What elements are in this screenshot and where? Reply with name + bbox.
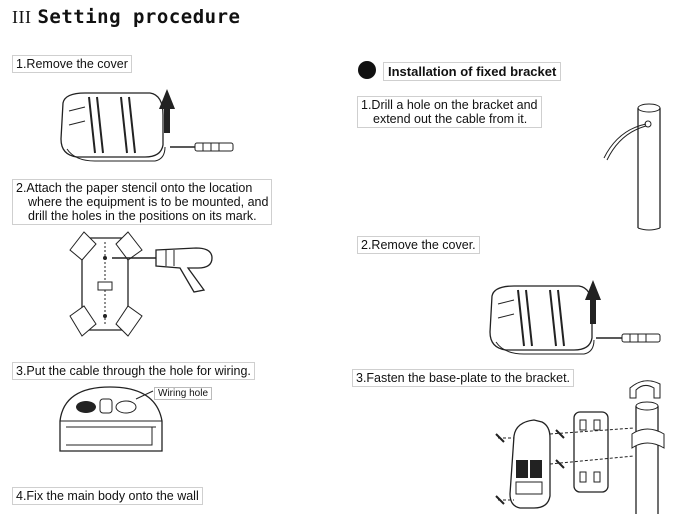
bracket-section-heading: Installation of fixed bracket — [383, 62, 562, 81]
left-step-2-line-3: drill the holes in the positions on its … — [28, 209, 257, 223]
left-step-2-line-2: where the equipment is to be mounted, an… — [28, 195, 269, 209]
pole-cable-illustration — [598, 100, 668, 232]
section-number: III — [12, 7, 32, 27]
section-title: Setting procedure — [37, 6, 241, 28]
bullet-icon — [358, 61, 376, 79]
left-step-2: 2.Attach the paper stencil onto the loca… — [12, 179, 273, 225]
stencil-drill-illustration — [70, 228, 230, 338]
left-step-2-line-1: 2.Attach the paper stencil onto the loca… — [16, 181, 253, 195]
cover-removal-illustration-right — [484, 280, 669, 358]
left-step-4: 4.Fix the main body onto the wall — [12, 487, 203, 505]
left-step-3: 3.Put the cable through the hole for wir… — [12, 362, 255, 380]
right-step-3: 3.Fasten the base-plate to the bracket. — [352, 369, 575, 387]
right-step-2: 2.Remove the cover. — [357, 236, 480, 254]
base-plate-bracket-illustration — [494, 376, 674, 516]
right-step-1-line-1: 1.Drill a hole on the bracket and — [361, 98, 538, 112]
right-step-1-line-2: extend out the cable from it. — [373, 112, 528, 126]
wiring-hole-label: Wiring hole — [154, 387, 213, 400]
cover-removal-illustration — [55, 89, 240, 165]
right-step-1: 1.Drill a hole on the bracket and extend… — [357, 96, 542, 128]
left-step-1: 1.Remove the cover — [12, 55, 132, 73]
wiring-hole-illustration — [58, 385, 168, 455]
